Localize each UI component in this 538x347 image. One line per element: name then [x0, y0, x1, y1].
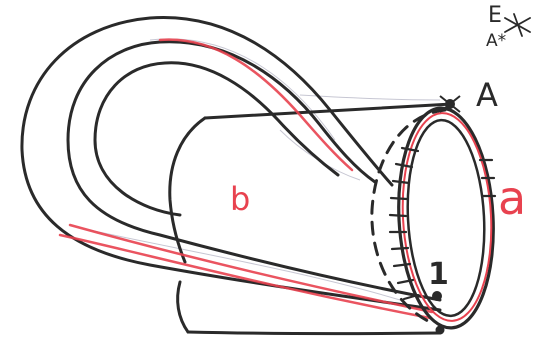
handle-inner-hole-edge [95, 63, 338, 215]
label-A: A [476, 76, 498, 114]
rim-tick [394, 264, 410, 266]
pencil-lower-strand [90, 230, 400, 300]
marked-points [432, 96, 460, 335]
rim-tick [390, 215, 406, 216]
bottom-point-dot [436, 326, 445, 335]
corner-annotation: E A* [486, 3, 530, 51]
label-b: b [230, 180, 250, 218]
label-a: a [498, 171, 526, 225]
rim-tick [392, 248, 408, 249]
rim-tick [393, 181, 409, 183]
rim-tick [396, 164, 412, 167]
red-trace-lower-2 [70, 225, 432, 312]
handle-inner-edge [68, 42, 440, 300]
cylinder-bottom-left-side [178, 282, 188, 332]
red-trace-upper [160, 40, 352, 170]
label-A-star: A* [486, 31, 506, 51]
red-handle-trace [60, 40, 432, 318]
small-star-mark [505, 14, 530, 36]
label-1: 1 [428, 257, 449, 292]
cylinder-bottom-edge [188, 332, 440, 334]
label-E: E [488, 3, 502, 28]
point-1-dot [432, 291, 442, 301]
rim-tick [391, 198, 407, 199]
